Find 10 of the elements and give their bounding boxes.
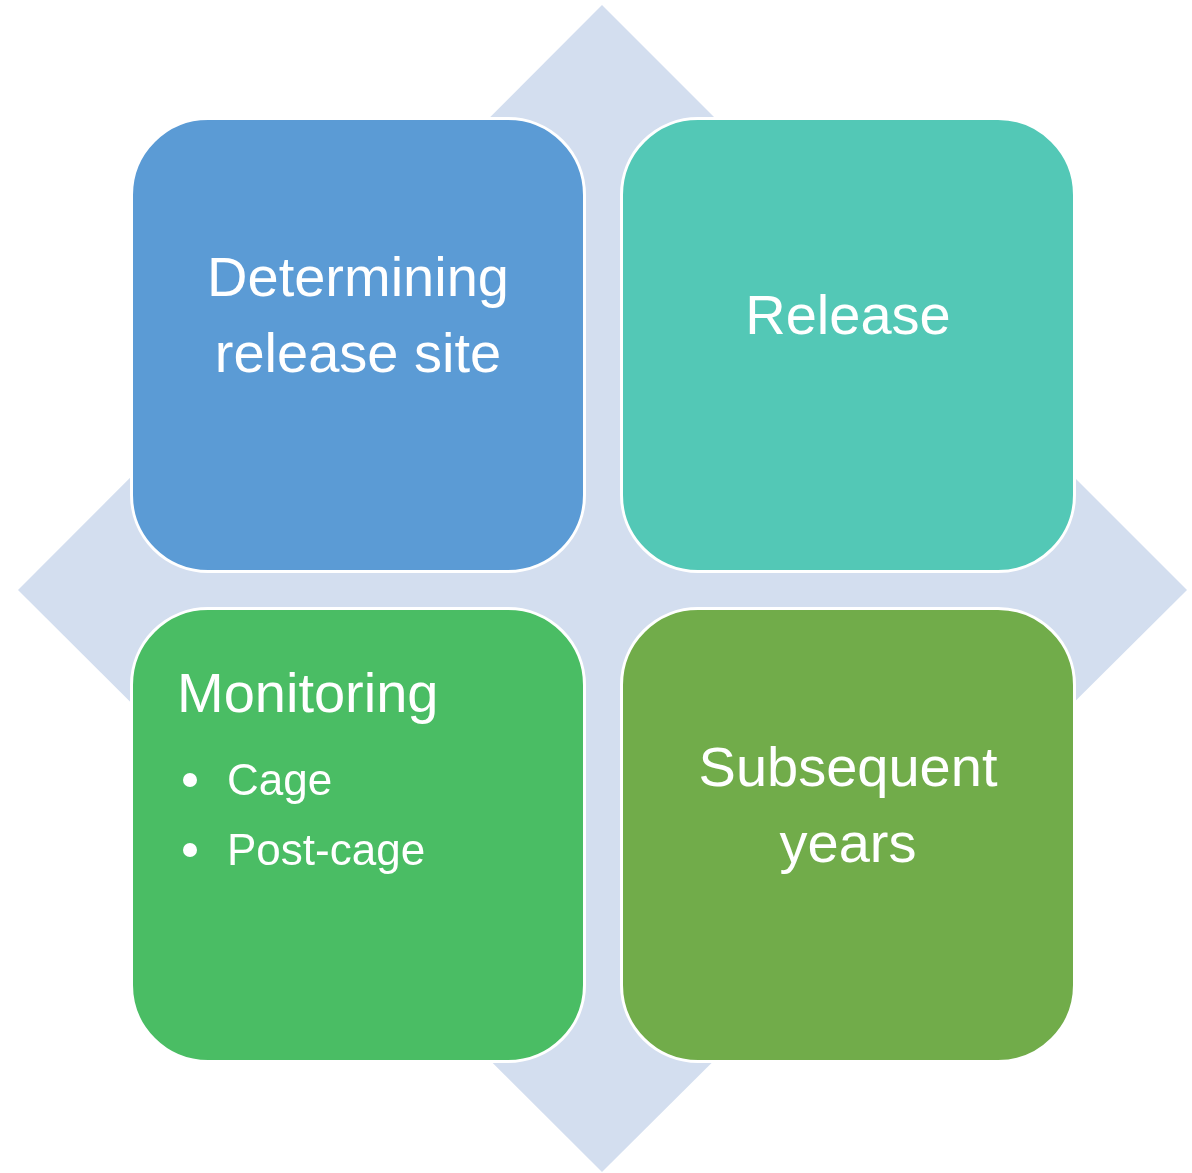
bullet-text: Cage <box>227 753 333 806</box>
bullet-text: Post-cage <box>227 824 426 876</box>
step-box <box>130 607 586 1063</box>
step-title: Subsequent years <box>697 734 999 876</box>
step-title: Determining release site <box>206 244 510 386</box>
step-box <box>130 117 586 573</box>
step-box <box>620 117 1076 573</box>
step-title: Release <box>745 282 951 349</box>
step-box <box>620 607 1076 1063</box>
step-title: Monitoring <box>177 660 440 726</box>
